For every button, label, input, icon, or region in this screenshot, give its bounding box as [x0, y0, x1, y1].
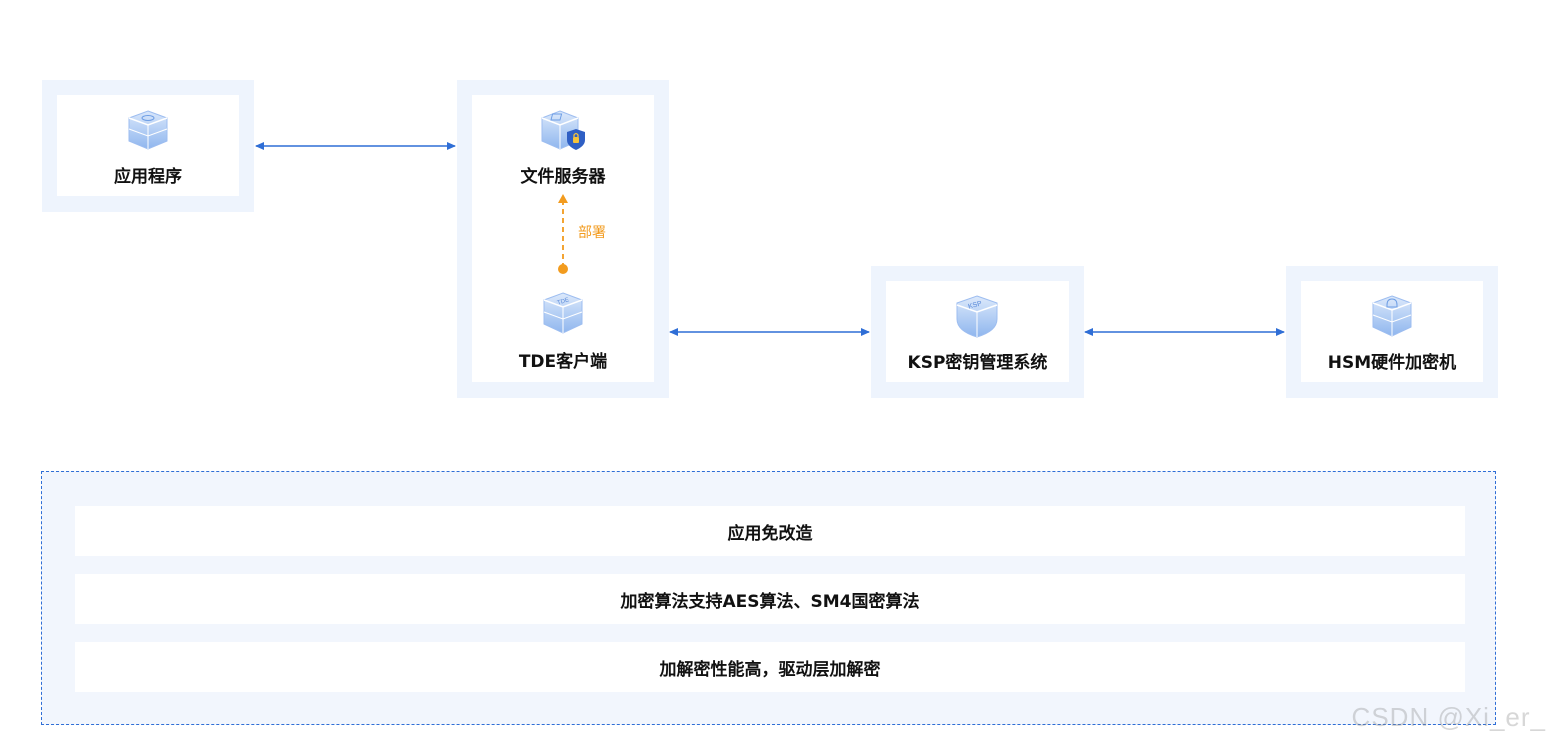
watermark: CSDN @Xi_er_ — [1351, 702, 1546, 732]
ksp-shield-icon: KSP — [956, 295, 998, 338]
svg-text:TDE: TDE — [557, 297, 570, 306]
hsm-cube-icon — [1372, 295, 1412, 337]
hsm-node: HSM硬件加密机 — [1286, 266, 1498, 398]
shield-lock-server-icon — [541, 110, 585, 150]
feature-row: 加解密性能高，驱动层加解密 — [75, 642, 1465, 692]
app-node: 应用程序 — [42, 80, 254, 212]
connectors — [255, 142, 1285, 336]
feature-text: 加解密性能高，驱动层加解密 — [659, 659, 881, 680]
hsm-label: HSM硬件加密机 — [1327, 353, 1457, 373]
deploy-origin-dot — [558, 264, 568, 274]
feature-row: 加密算法支持AES算法、SM4国密算法 — [75, 574, 1465, 624]
file-server-label: 文件服务器 — [520, 167, 606, 187]
svg-text:KSP: KSP — [967, 300, 983, 310]
deploy-arrow-head — [558, 194, 568, 203]
tde-cube-icon: TDE — [543, 292, 583, 334]
feature-text: 加密算法支持AES算法、SM4国密算法 — [620, 591, 920, 612]
ksp-node: KSP KSP密钥管理系统 — [871, 266, 1084, 398]
feature-row: 应用免改造 — [75, 506, 1465, 556]
features-box: 应用免改造 加密算法支持AES算法、SM4国密算法 加解密性能高，驱动层加解密 — [41, 471, 1496, 725]
app-label: 应用程序 — [114, 167, 182, 187]
deploy-label: 部署 — [578, 225, 606, 241]
server-stack-icon — [128, 110, 168, 150]
feature-text: 应用免改造 — [727, 523, 813, 544]
tde-client-label: TDE客户端 — [518, 352, 608, 372]
ksp-label: KSP密钥管理系统 — [907, 353, 1048, 373]
